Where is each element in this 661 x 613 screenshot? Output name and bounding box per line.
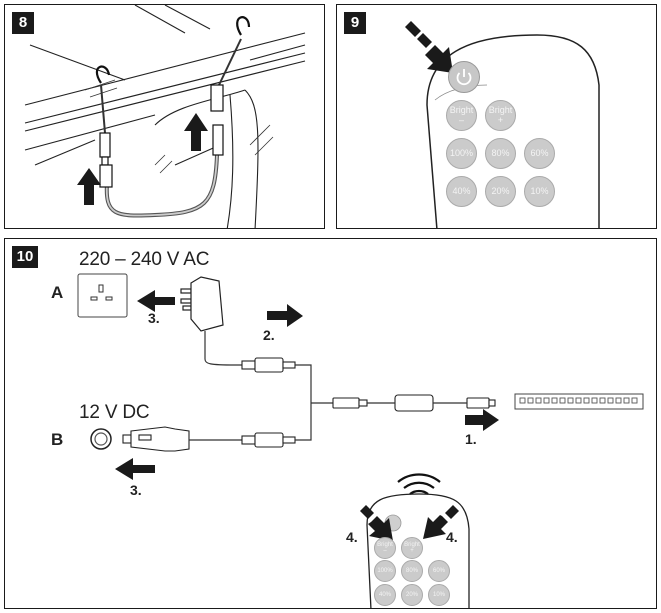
remote-button-label: Bright xyxy=(377,541,393,548)
option-a-label: A xyxy=(51,283,64,302)
remote-button-sublabel: + xyxy=(497,114,504,125)
led-cell xyxy=(591,397,598,404)
remote-button-label: 60% xyxy=(432,567,445,574)
panel-step-9: Bright–Bright+100%80%60%40%20%10% 9 xyxy=(336,4,657,229)
remote-button[interactable]: 20% xyxy=(401,584,423,606)
remote-button-label: 40% xyxy=(378,591,391,598)
option-b-label: B xyxy=(51,430,64,449)
connection-diagram xyxy=(77,273,644,608)
step-label-3-dc: 3. xyxy=(130,482,142,498)
remote-button-label: 100% xyxy=(449,147,474,158)
led-cell xyxy=(567,397,574,404)
voltage-label-ac: 220 – 240 V AC xyxy=(79,249,210,270)
step-label-4-left: 4. xyxy=(346,529,358,545)
power-icon xyxy=(456,69,472,86)
remote-button[interactable]: 60% xyxy=(428,560,450,582)
remote-button-label: 20% xyxy=(491,185,510,196)
remote-button-label: Bright xyxy=(488,105,513,116)
remote-button[interactable]: 40% xyxy=(374,584,396,606)
remote-button-label: 10% xyxy=(432,591,445,598)
step-number-badge: 10 xyxy=(12,246,38,268)
remote-button[interactable]: 40% xyxy=(446,176,477,207)
led-cell xyxy=(615,397,622,404)
remote-control-illustration xyxy=(405,21,600,228)
remote-button[interactable]: Bright– xyxy=(446,100,477,131)
remote-button[interactable]: Bright+ xyxy=(401,537,423,559)
remote-button-label: 10% xyxy=(530,185,549,196)
led-cell xyxy=(607,397,614,404)
voltage-label-dc: 12 V DC xyxy=(79,402,150,423)
led-cell xyxy=(575,397,582,404)
step-label-1: 1. xyxy=(465,431,477,447)
step-number-badge: 8 xyxy=(12,12,34,34)
step-label-3-ac: 3. xyxy=(148,310,160,326)
led-cell xyxy=(583,397,590,404)
remote-button[interactable]: 10% xyxy=(524,176,555,207)
remote-button-sublabel: – xyxy=(383,548,387,554)
remote-button-label: 80% xyxy=(405,567,418,574)
power-button[interactable] xyxy=(448,61,480,93)
led-cell xyxy=(631,397,638,404)
remote-button-label: 100% xyxy=(377,567,393,574)
remote-button[interactable]: 10% xyxy=(428,584,450,606)
panel-step-10: 10 220 – 240 V AC A 12 V DC B 3. 2. 1. 3… xyxy=(4,238,657,609)
remote-button-label: Bright xyxy=(449,105,474,116)
remote-button-label: Bright xyxy=(404,541,420,548)
led-cell xyxy=(551,397,558,404)
remote-button[interactable]: 100% xyxy=(446,138,477,169)
led-cell xyxy=(535,397,542,404)
panel-step-8: 8 xyxy=(4,4,325,229)
led-cell xyxy=(599,397,606,404)
remote-button-sublabel: + xyxy=(410,548,414,554)
remote-button[interactable]: 80% xyxy=(485,138,516,169)
led-cell xyxy=(623,397,630,404)
led-cell xyxy=(543,397,550,404)
remote-button[interactable]: 100% xyxy=(374,560,396,582)
remote-button-label: 20% xyxy=(405,591,418,598)
remote-button-label: 80% xyxy=(491,147,510,158)
car-window-illustration xyxy=(24,5,306,228)
remote-button-label: 60% xyxy=(530,147,549,158)
led-cell xyxy=(559,397,566,404)
remote-button-sublabel: – xyxy=(458,114,464,125)
remote-button[interactable]: 60% xyxy=(524,138,555,169)
remote-button[interactable]: 80% xyxy=(401,560,423,582)
led-cell xyxy=(519,397,526,404)
remote-button[interactable]: Bright– xyxy=(374,537,396,559)
step-label-4-right: 4. xyxy=(446,529,458,545)
remote-button[interactable]: 20% xyxy=(485,176,516,207)
remote-button[interactable]: Bright+ xyxy=(485,100,516,131)
step-number-badge: 9 xyxy=(344,12,366,34)
remote-button-label: 40% xyxy=(452,185,471,196)
led-cell xyxy=(527,397,534,404)
step-label-2: 2. xyxy=(263,327,275,343)
